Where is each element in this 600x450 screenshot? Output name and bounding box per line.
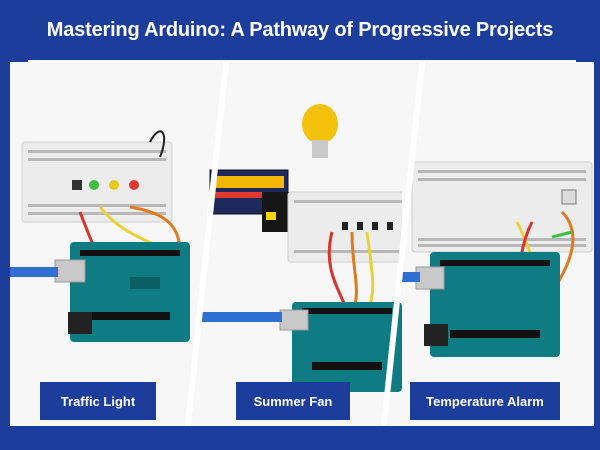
photo-traffic-light	[10, 62, 208, 426]
fan-blade-icon	[302, 104, 338, 144]
caption-summer-fan: Summer Fan	[236, 382, 350, 420]
caption-traffic-light: Traffic Light	[40, 382, 156, 420]
temperature-sensor-icon	[561, 189, 577, 205]
page-title: Mastering Arduino: A Pathway of Progress…	[46, 18, 554, 41]
header-band	[0, 0, 600, 60]
frame-bottom	[0, 426, 600, 450]
yellow-led-icon	[109, 180, 119, 190]
arduino-board-icon	[430, 252, 560, 357]
caption-temperature-alarm: Temperature Alarm	[410, 382, 560, 420]
photo-summer-fan	[202, 62, 408, 426]
green-led-icon	[89, 180, 99, 190]
red-led-icon	[129, 180, 139, 190]
photo-temperature-alarm	[402, 62, 594, 426]
